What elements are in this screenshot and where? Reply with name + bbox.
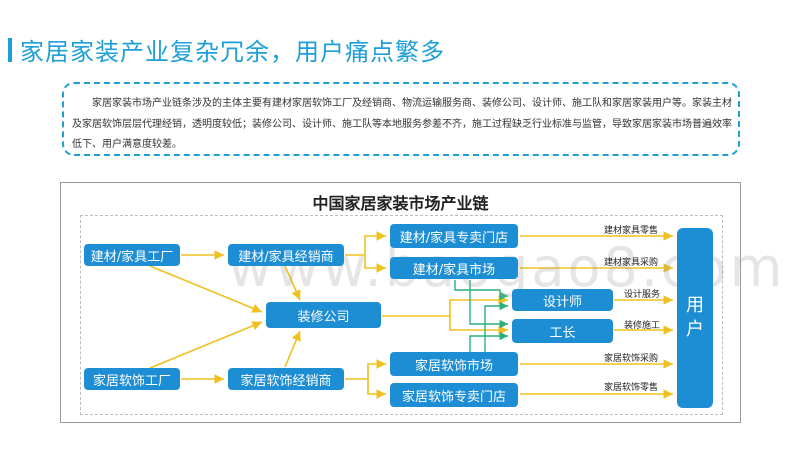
arrow-sf-dealer-store bbox=[367, 379, 386, 399]
arrow-sf-factory-renovation bbox=[149, 321, 263, 369]
page-title: 家居家装产业复杂冗余，用户痛点繁多 bbox=[20, 38, 445, 66]
arrow-bm-dealer-renovation bbox=[284, 265, 301, 301]
arrow-bm-dealer-market bbox=[364, 255, 386, 273]
description-callout bbox=[62, 82, 740, 156]
node-bm-store: 建材/家具专卖门店 bbox=[390, 224, 518, 248]
node-user: 用 户 bbox=[677, 228, 713, 408]
arrow-sf-dealer-renovation bbox=[284, 330, 301, 368]
node-bm-market: 建材/家具市场 bbox=[390, 257, 518, 279]
node-sf-dealer: 家居软饰经销商 bbox=[228, 368, 344, 390]
arrow-bm-dealer-store bbox=[345, 231, 386, 256]
edge-label-bm-retail: 建材家具零售 bbox=[604, 226, 659, 236]
node-sf-factory: 家居软饰工厂 bbox=[84, 368, 180, 390]
arrow-renovation-foreman bbox=[449, 316, 508, 335]
arrow-sf-market-foreman bbox=[469, 331, 508, 353]
arrow-sf-dealer-market bbox=[345, 359, 386, 380]
node-bm-dealer: 建材/家具经销商 bbox=[228, 244, 344, 266]
description-text: 家居家装市场产业链条涉及的主体主要有建材家居软饰工厂及经销商、物流运输服务商、装… bbox=[72, 98, 732, 150]
node-designer: 设计师 bbox=[512, 289, 613, 311]
arrow-renovation-designer bbox=[382, 295, 508, 317]
edge-label-design-service: 设计服务 bbox=[624, 290, 661, 300]
arrow-bm-factory-renovation bbox=[149, 265, 263, 313]
node-renovation: 装修公司 bbox=[266, 302, 381, 328]
edge-label-bm-purchase: 建材家具采购 bbox=[604, 258, 659, 268]
arrow-bm-market-foreman bbox=[469, 280, 508, 329]
node-user-char-1: 用 bbox=[686, 295, 704, 316]
title-accent-bar bbox=[8, 38, 12, 62]
arrow-sf-market-designer bbox=[484, 301, 508, 353]
node-sf-store: 家居软饰专卖门店 bbox=[390, 383, 518, 407]
node-bm-factory: 建材/家具工厂 bbox=[84, 244, 180, 266]
arrow-bm-market-designer bbox=[454, 280, 508, 301]
edge-label-construction: 装修施工 bbox=[624, 321, 661, 331]
chart-title: 中国家居家装市场产业链 bbox=[312, 194, 489, 213]
edge-label-sf-purchase: 家居软饰采购 bbox=[604, 354, 659, 364]
chart-inner-frame bbox=[80, 215, 723, 415]
node-foreman: 工长 bbox=[512, 319, 613, 343]
node-sf-market: 家居软饰市场 bbox=[390, 352, 518, 376]
edge-label-sf-retail: 家居软饰零售 bbox=[604, 383, 659, 393]
node-user-char-2: 户 bbox=[686, 319, 704, 340]
